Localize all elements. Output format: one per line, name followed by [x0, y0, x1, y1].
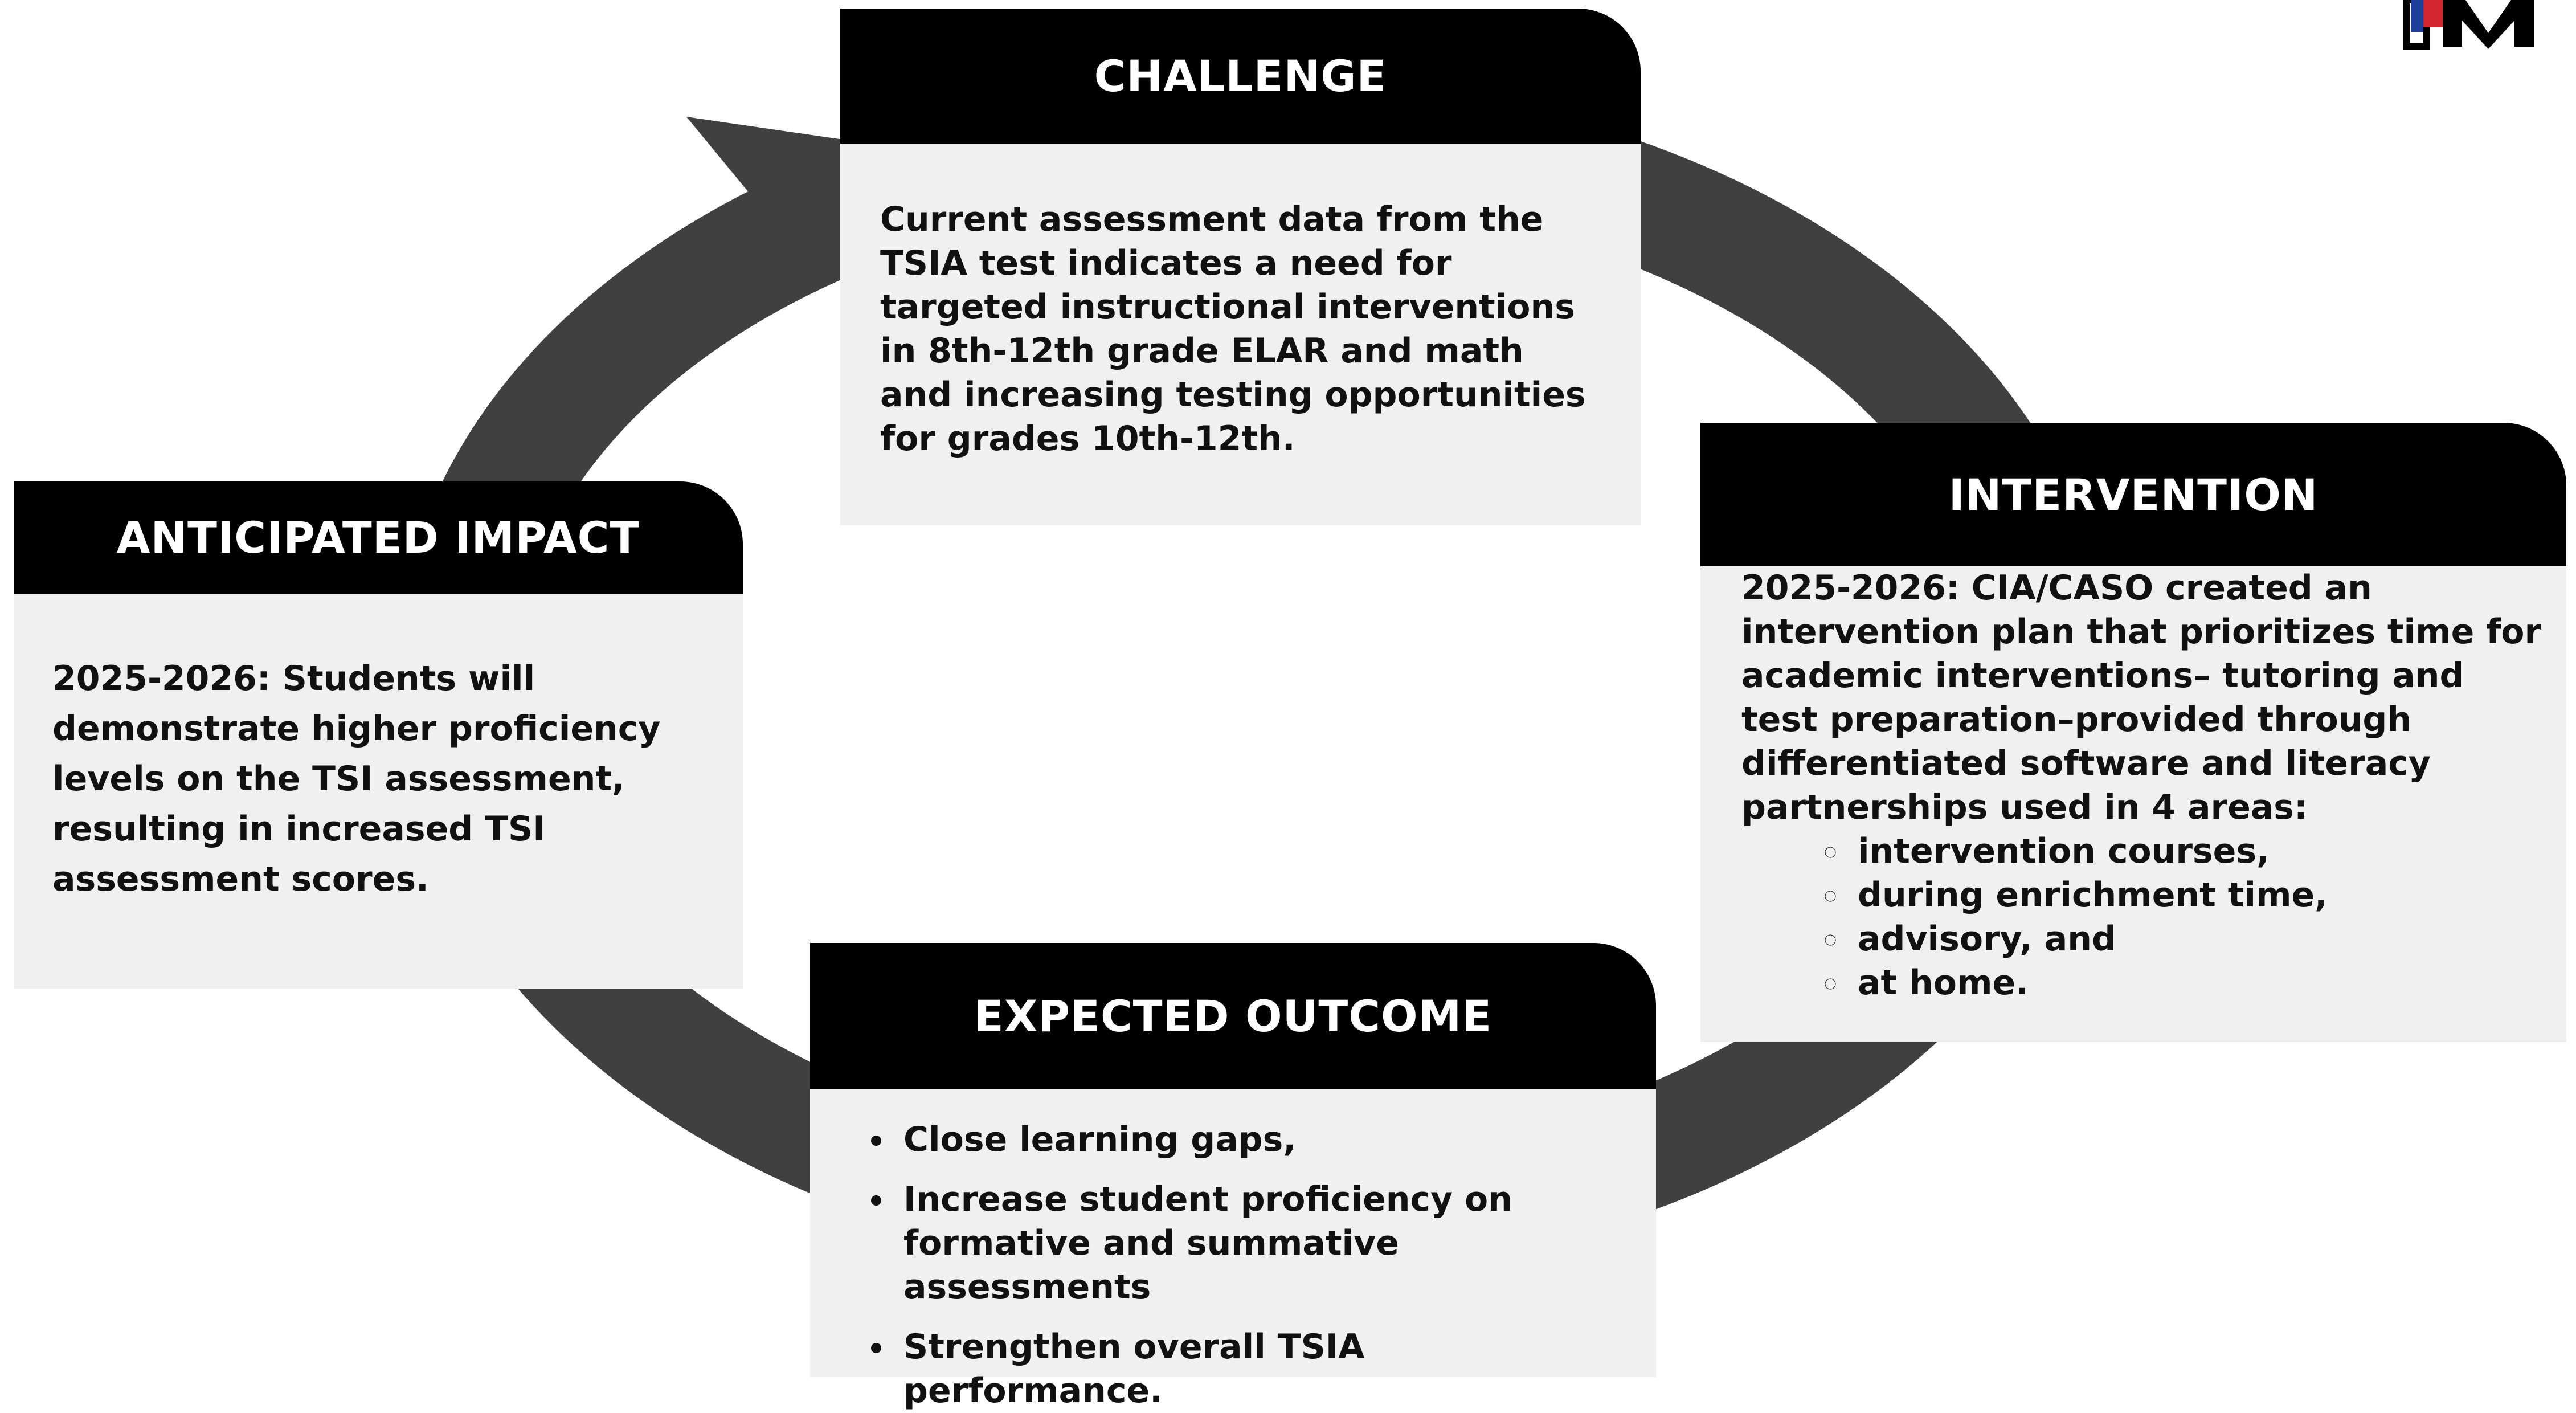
expected-outcome-item: Strengthen overall TSIA performance. [896, 1325, 1599, 1413]
intervention-box: INTERVENTION 2025-2026: CIA/CASO created… [1700, 423, 2566, 1042]
expected-outcome-item: Increase student proficiency on formativ… [896, 1178, 1599, 1309]
anticipated-impact-text: 2025-2026: Students will demonstrate hig… [52, 659, 661, 899]
intervention-area-item: during enrichment time, [1850, 873, 2549, 917]
intervention-body: 2025-2026: CIA/CASO created an intervent… [1700, 566, 2566, 1042]
challenge-body: Current assessment data from the TSIA te… [840, 144, 1641, 525]
intervention-area-item: advisory, and [1850, 917, 2549, 961]
expected-outcome-item: Close learning gaps, [896, 1118, 1599, 1162]
intervention-area-item: intervention courses, [1850, 830, 2549, 873]
district-logo-icon [2403, 0, 2534, 50]
anticipated-impact-title: ANTICIPATED IMPACT [14, 481, 743, 594]
expected-outcome-list: Close learning gaps, Increase student pr… [839, 1118, 1599, 1413]
anticipated-impact-body: 2025-2026: Students will demonstrate hig… [14, 594, 743, 989]
challenge-title: CHALLENGE [840, 9, 1641, 144]
expected-outcome-title: EXPECTED OUTCOME [810, 943, 1656, 1089]
challenge-text: Current assessment data from the TSIA te… [880, 199, 1586, 459]
intervention-area-item: at home. [1850, 961, 2549, 1005]
anticipated-impact-box: ANTICIPATED IMPACT 2025-2026: Students w… [14, 481, 743, 989]
intervention-areas: intervention courses, during enrichment … [1741, 830, 2549, 1005]
intervention-title: INTERVENTION [1700, 423, 2566, 566]
challenge-box: CHALLENGE Current assessment data from t… [840, 9, 1641, 525]
expected-outcome-box: EXPECTED OUTCOME Close learning gaps, In… [810, 943, 1656, 1411]
intervention-intro: 2025-2026: CIA/CASO created an intervent… [1741, 568, 2542, 827]
cycle-arrowhead-icon [686, 117, 843, 279]
expected-outcome-body: Close learning gaps, Increase student pr… [810, 1089, 1656, 1411]
